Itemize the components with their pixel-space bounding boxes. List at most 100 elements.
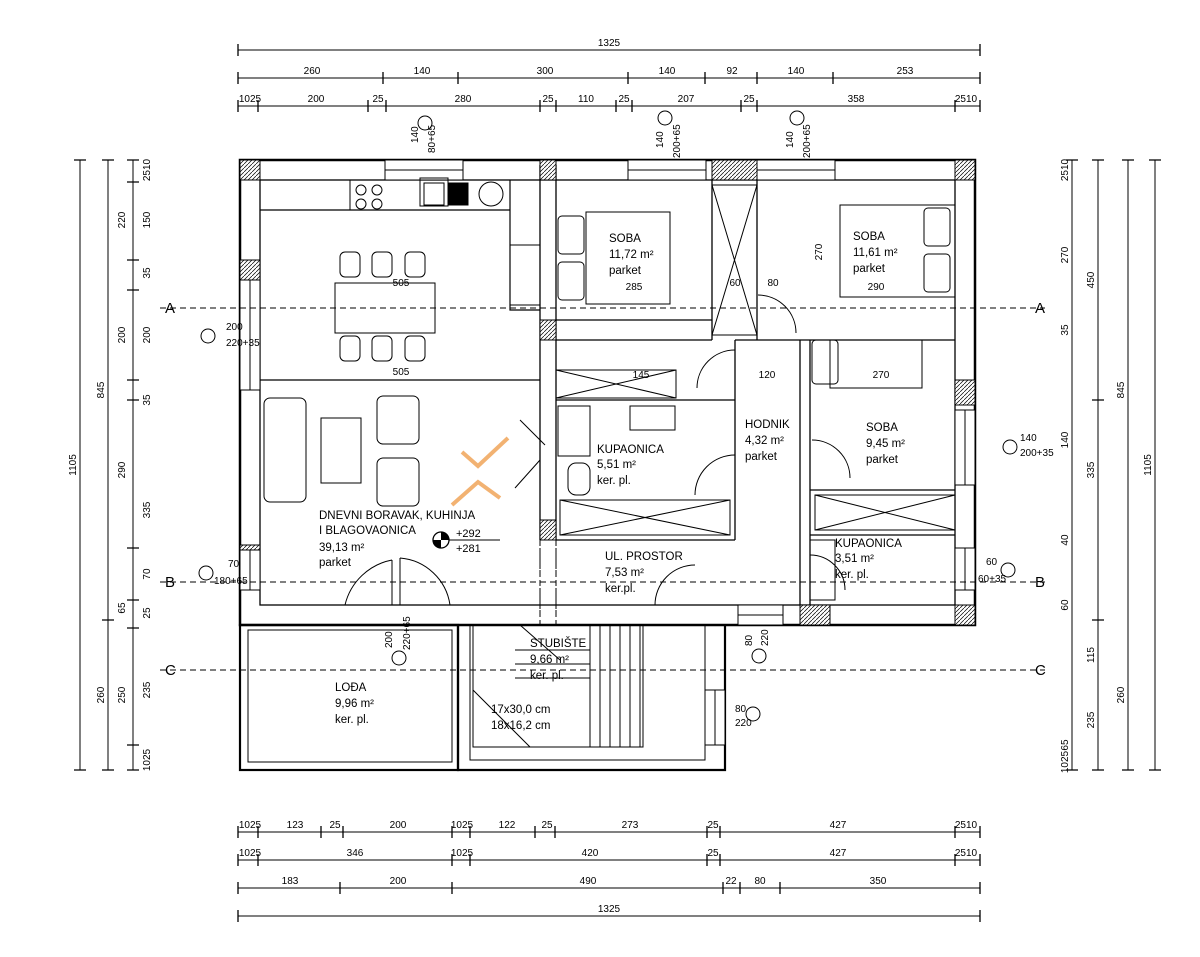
inner-dim: 505 (393, 278, 410, 289)
window-tag: 200+65 (802, 124, 813, 158)
window-tag: 80 (744, 634, 755, 646)
room-floor: ker. pl. (530, 670, 564, 682)
window-tag: 70 (228, 559, 240, 570)
dimension-lines (79, 49, 1156, 917)
furniture (263, 177, 956, 748)
inner-dimensions: 505 505 285 290 270 270 120 80 60 145 (393, 243, 890, 381)
section-b-left: B (165, 574, 175, 591)
dim: 1025 (142, 748, 153, 771)
window-tag: 140 (1020, 433, 1037, 444)
dim: 235 (1086, 711, 1097, 728)
dim: 335 (1086, 461, 1097, 478)
room-bedroom-2: SOBA 11,61 m² parket (853, 231, 898, 275)
dim: 1025 (239, 94, 262, 105)
dim: 25 (541, 820, 553, 831)
dim: 1025 (451, 820, 474, 831)
dim: 1025 (239, 848, 262, 859)
dim: 92 (726, 66, 738, 77)
room-area: 7,53 m² (605, 567, 644, 579)
window-tag-circles (198, 110, 1018, 722)
dim: 140 (788, 66, 805, 77)
room-name: DNEVNI BORAVAK, KUHINJA (319, 510, 475, 522)
dim: 25 (707, 848, 719, 859)
room-entrance: UL. PROSTOR 7,53 m² ker.pl. (605, 551, 683, 595)
dim: 25 (707, 820, 719, 831)
dim: 35 (1060, 324, 1071, 336)
overall-left: 1105 (68, 454, 79, 476)
overall-top: 1325 (598, 38, 621, 49)
inner-dim: 270 (814, 243, 825, 260)
dim: 110 (578, 94, 594, 105)
dim: 250 (117, 686, 128, 703)
window-tag: 220+65 (402, 616, 413, 650)
level-upper: +292 (456, 528, 481, 540)
room-area: 39,13 m² (319, 542, 365, 554)
room-name: KUPAONICA (597, 444, 664, 456)
dim: 80 (754, 876, 766, 887)
dim: 845 (1116, 381, 1127, 398)
section-c-right: C (1035, 662, 1046, 679)
inner-dim: 505 (393, 367, 410, 378)
dim: 65 (1060, 739, 1071, 751)
dim: 1025 (451, 848, 474, 859)
dim: 200 (142, 326, 153, 343)
dim: 253 (897, 66, 914, 77)
dim: 427 (830, 820, 847, 831)
room-name-line2: I BLAGOVAONICA (319, 525, 416, 537)
dim: 270 (1060, 246, 1071, 263)
dim: 25 (372, 94, 384, 105)
dim: 450 (1086, 271, 1097, 288)
dim: 40 (1060, 534, 1071, 546)
dim: 350 (870, 876, 887, 887)
dim: 123 (287, 820, 304, 831)
dim: 140 (414, 66, 431, 77)
window-tag: 200 (226, 322, 243, 333)
dim: 290 (117, 461, 128, 478)
dim: 200 (390, 876, 407, 887)
dim: 235 (142, 681, 153, 698)
window-tag: 140 (655, 131, 666, 148)
dim: 420 (582, 848, 599, 859)
dim: 490 (580, 876, 597, 887)
window-tag: 60+35 (978, 574, 1007, 585)
room-bathroom-2: KUPAONICA 3,51 m² ker. pl. (835, 538, 902, 581)
inner-dim: 285 (626, 282, 643, 293)
window-tag: 140 (410, 126, 421, 143)
room-living-kitchen-dining: DNEVNI BORAVAK, KUHINJA I BLAGOVAONICA 3… (319, 510, 475, 569)
stairs-spec: 18x16,2 cm (491, 720, 550, 732)
dimension-ticks (74, 44, 1161, 922)
window-tag: 220 (760, 629, 771, 646)
inner-dim: 290 (868, 282, 885, 293)
dim: 220 (117, 211, 128, 228)
dim: 35 (142, 394, 153, 406)
room-bedroom-1: SOBA 11,72 m² parket (609, 233, 654, 277)
left-dimension-text: 1105 845 260 220 200 290 65 250 2510 150… (68, 158, 153, 771)
dim: 183 (282, 876, 299, 887)
right-dimension-text: 1105 845 260 450 335 115 235 2510 270 35… (1060, 158, 1154, 773)
dim: 260 (96, 686, 107, 703)
window-tag: 220 (735, 718, 752, 729)
room-area: 9,45 m² (866, 438, 905, 450)
bottom-dimension-text: 1025 123 25 200 1025 122 25 273 25 427 2… (239, 820, 978, 915)
section-lines (160, 307, 1045, 671)
dim: 140 (1060, 431, 1071, 448)
section-a-left: A (165, 300, 175, 317)
dim: 65 (117, 602, 128, 614)
inner-dim: 80 (767, 278, 779, 289)
window-tags: 140 80+65 140 200+65 140 200+65 200 220+… (214, 124, 1054, 729)
room-floor: ker. pl. (335, 714, 369, 726)
inner-dim: 60 (729, 278, 741, 289)
overall-right: 1105 (1143, 454, 1154, 476)
dim: 25 (618, 94, 630, 105)
room-labels: DNEVNI BORAVAK, KUHINJA I BLAGOVAONICA 3… (319, 231, 905, 732)
room-hallway: HODNIK 4,32 m² parket (745, 419, 790, 463)
room-area: 4,32 m² (745, 435, 784, 447)
dim: 207 (678, 94, 695, 105)
dim: 2510 (1060, 158, 1071, 181)
window-tag: 80 (735, 704, 747, 715)
room-floor: parket (853, 263, 886, 275)
room-area: 3,51 m² (835, 553, 874, 565)
dim: 335 (142, 501, 153, 518)
dim: 25 (542, 94, 554, 105)
